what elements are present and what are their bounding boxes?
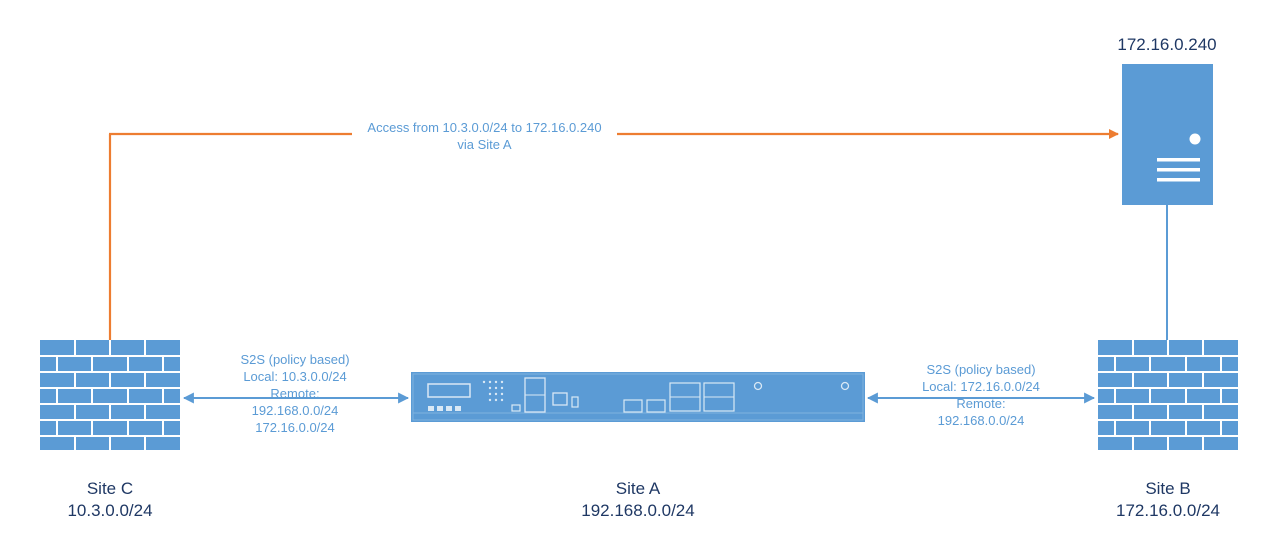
access-note-line-2: via Site A (457, 137, 512, 152)
tunnel-c-label: S2S (policy based) Local: 10.3.0.0/24 Re… (210, 351, 380, 436)
tunnel-b-remote-1: 192.168.0.0/24 (937, 413, 1025, 428)
tunnel-c-local: Local: 10.3.0.0/24 (243, 369, 347, 384)
site-c-name: Site C (86, 479, 134, 498)
tunnel-b-label: S2S (policy based) Local: 172.16.0.0/24 … (896, 361, 1066, 429)
tunnel-c-remote-1: 192.168.0.0/24 (251, 403, 339, 418)
tunnel-c-remote-label: Remote: (270, 386, 320, 401)
tunnel-c-remote-2: 172.16.0.0/24 (255, 420, 335, 435)
site-b-subnet: 172.16.0.0/24 (1116, 501, 1220, 520)
access-note: Access from 10.3.0.0/24 to 172.16.0.240 … (347, 119, 622, 153)
firewall-icon (1098, 340, 1238, 450)
tunnel-c-type: S2S (policy based) (240, 352, 350, 367)
site-a-label: Site A 192.168.0.0/24 (558, 478, 718, 522)
site-c-label: Site C 10.3.0.0/24 (30, 478, 190, 522)
site-c-subnet: 10.3.0.0/24 (67, 501, 153, 520)
tunnel-b-local: Local: 172.16.0.0/24 (922, 379, 1040, 394)
site-a-subnet: 192.168.0.0/24 (581, 501, 695, 520)
server-icon (1122, 64, 1213, 205)
site-a-name: Site A (615, 479, 661, 498)
access-note-line-1: Access from 10.3.0.0/24 to 172.16.0.240 (367, 120, 602, 135)
firewall-icon (40, 340, 180, 450)
tunnel-b-remote-label: Remote: (956, 396, 1006, 411)
site-b-label: Site B 172.16.0.0/24 (1088, 478, 1248, 522)
server-ip-label: 172.16.0.240 (1117, 35, 1217, 54)
tunnel-b-type: S2S (policy based) (926, 362, 1036, 377)
appliance-icon (411, 372, 865, 422)
site-b-name: Site B (1145, 479, 1191, 498)
